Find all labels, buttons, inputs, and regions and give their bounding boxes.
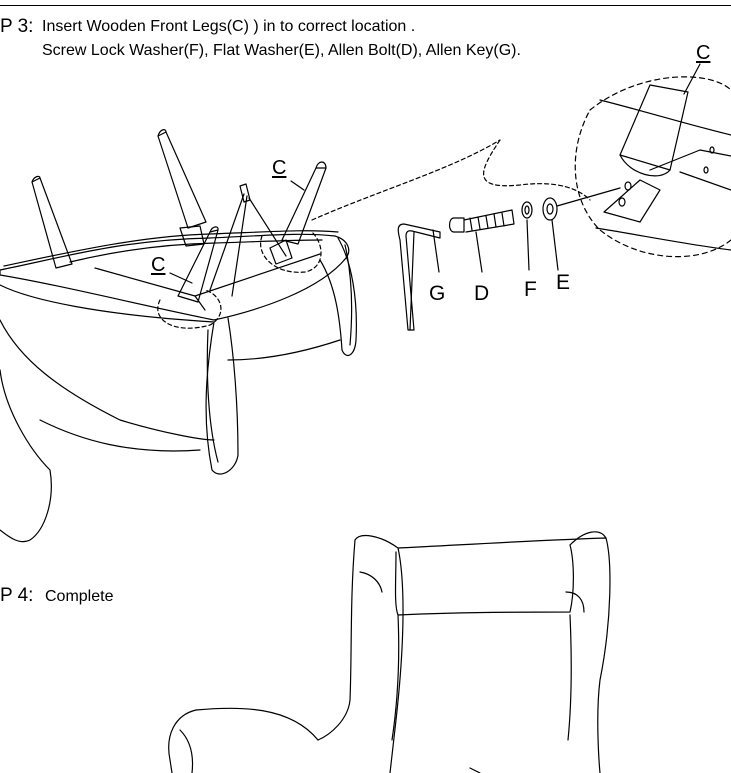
leg-label-c-right: C xyxy=(272,157,287,179)
step-4-instruction: Complete xyxy=(45,588,114,605)
step-3-number: P 3: xyxy=(0,16,34,37)
part-label-g: G xyxy=(429,282,446,305)
leg-detail-drawing xyxy=(574,63,731,258)
completed-chair-drawing xyxy=(168,531,611,773)
step-3-instruction-line-2: Screw Lock Washer(F), Flat Washer(E), Al… xyxy=(42,42,521,59)
part-label-d: D xyxy=(474,282,490,305)
step-3-instruction-line-1: Insert Wooden Front Legs(C) ) in to corr… xyxy=(42,18,416,35)
step-4-number: P 4: xyxy=(0,585,34,606)
part-label-e: E xyxy=(556,271,571,294)
part-label-f: F xyxy=(524,278,537,301)
leg-label-c-left: C xyxy=(151,254,166,276)
hardware-drawing xyxy=(397,187,621,331)
upturned-chair-drawing xyxy=(0,129,591,543)
header-rule xyxy=(0,5,731,6)
leg-label-c-detail: C xyxy=(696,42,711,64)
